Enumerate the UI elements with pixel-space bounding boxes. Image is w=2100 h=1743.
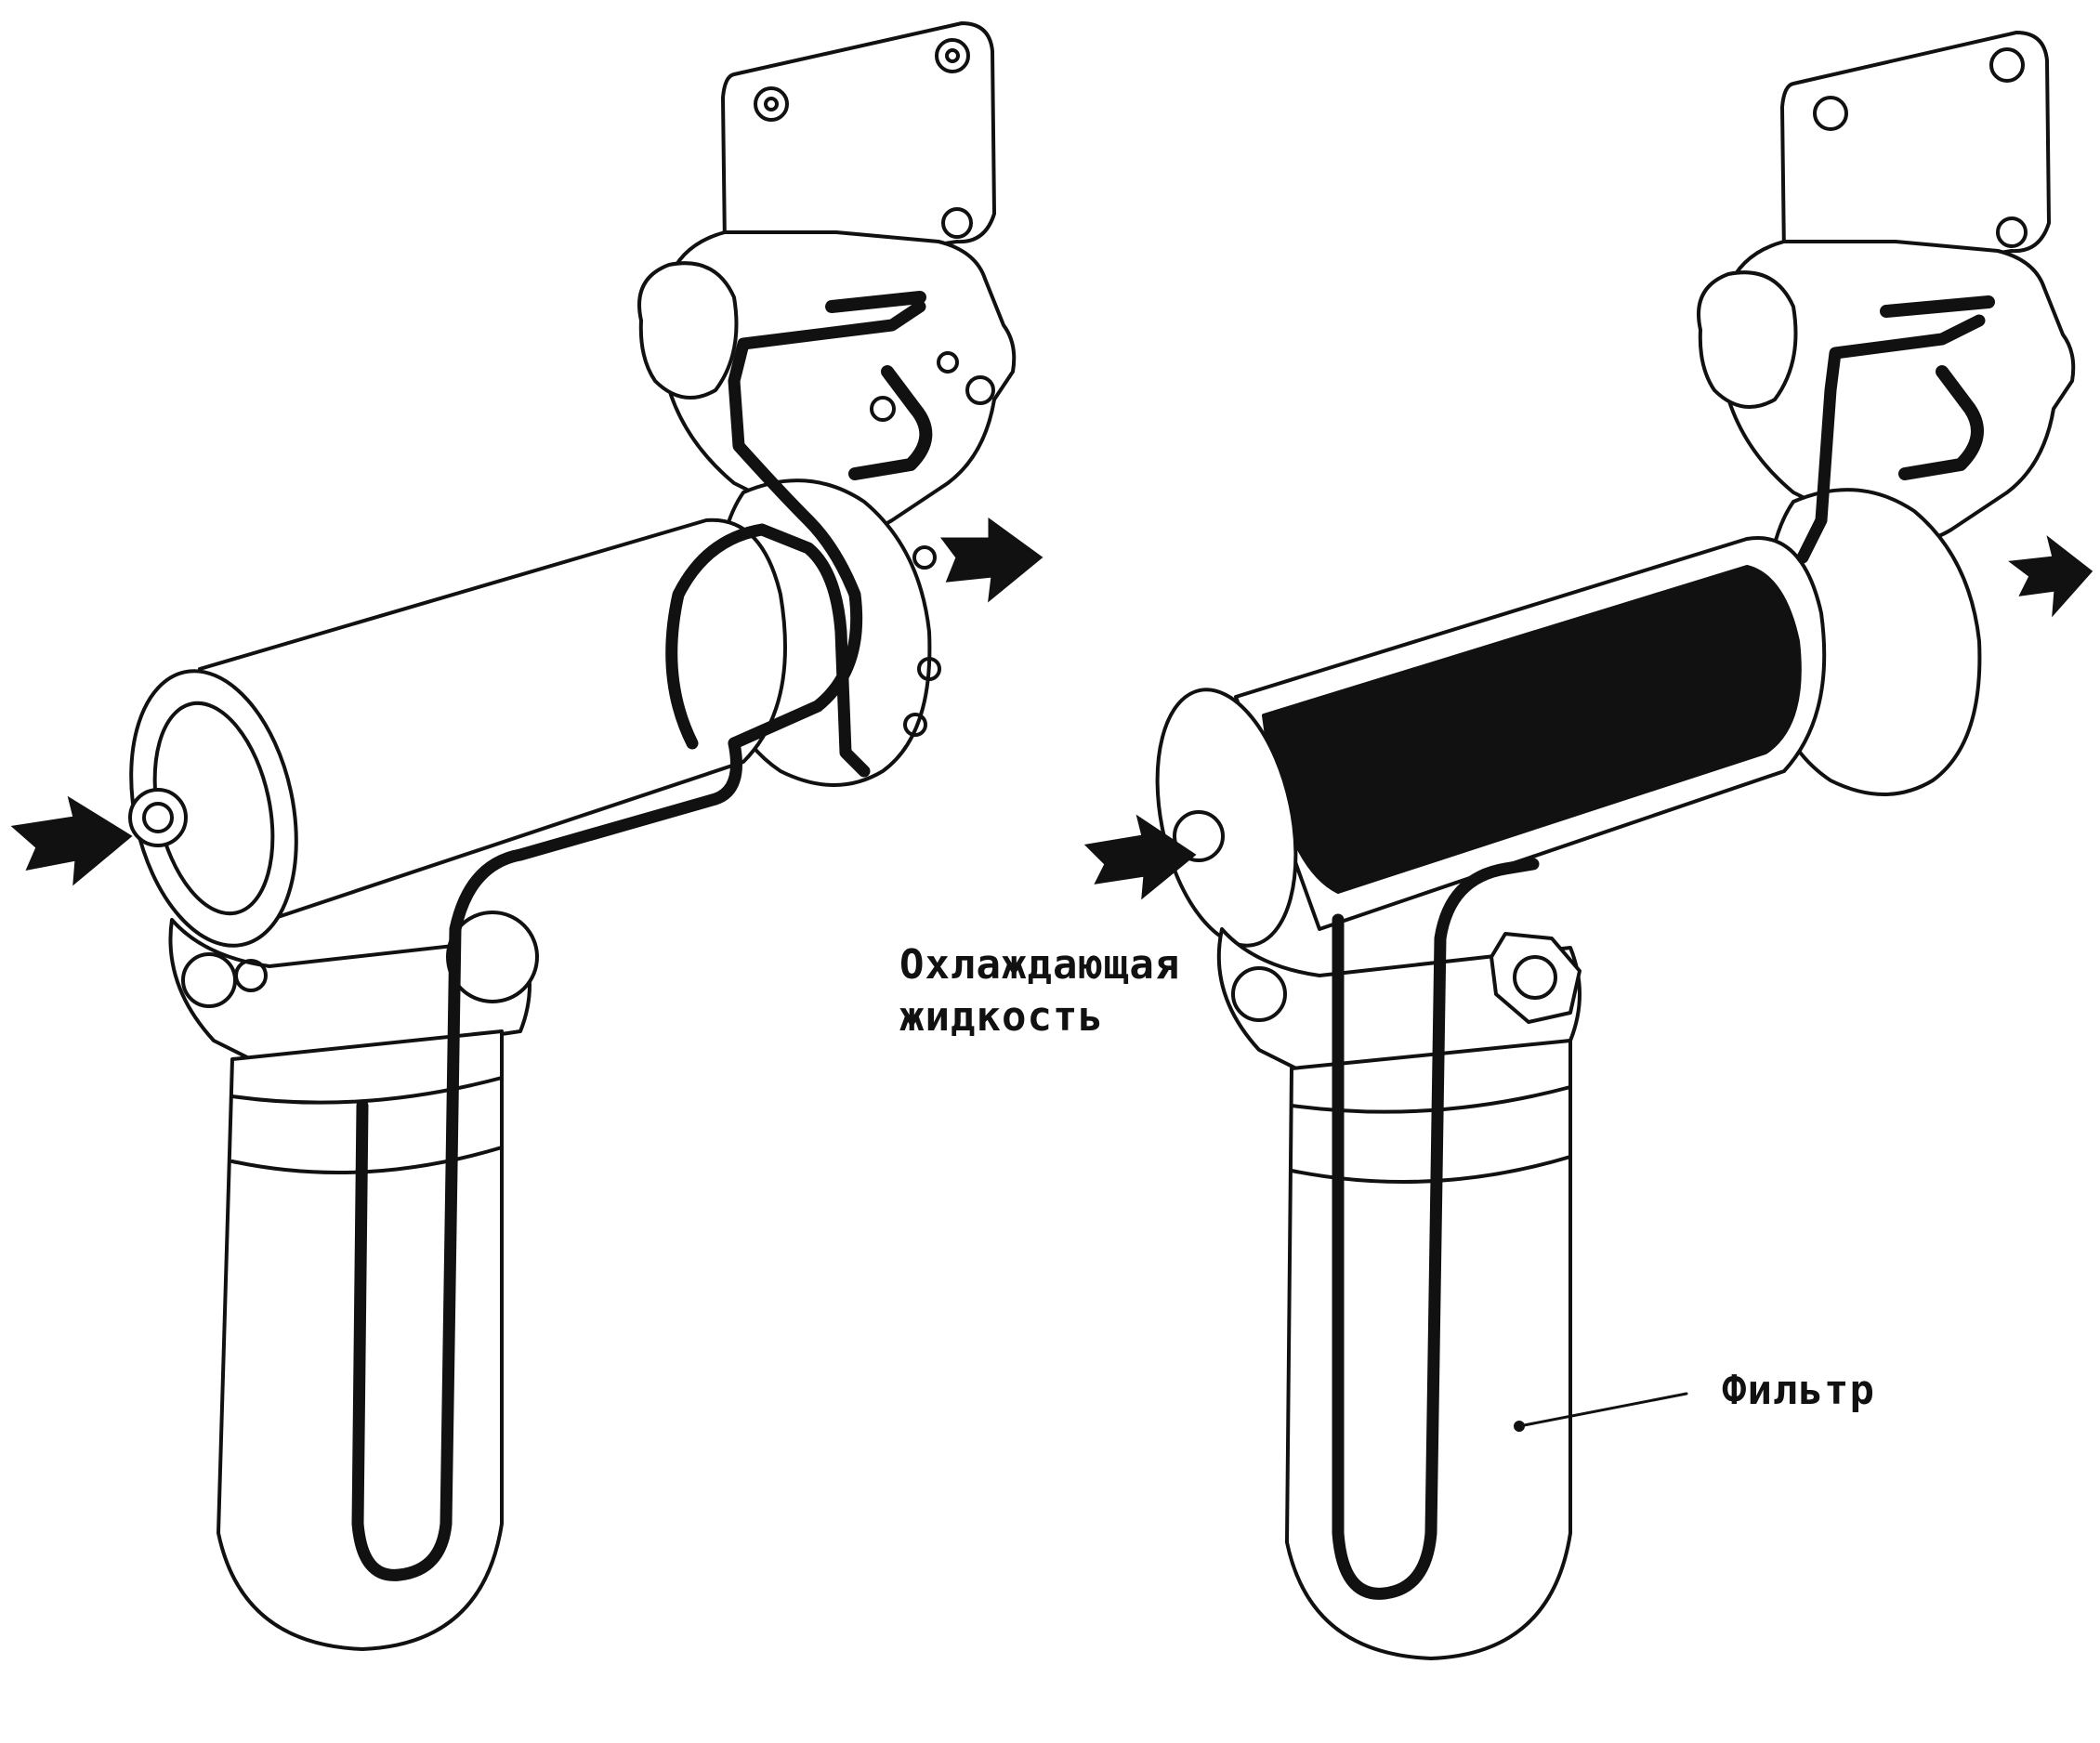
flange-bolt-2 <box>917 657 941 681</box>
plate-bolt-right-3 <box>1996 216 2028 248</box>
flow-arrow-in-icon <box>1083 814 1197 900</box>
plate-bolt-right-2 <box>1989 47 2025 83</box>
flange-bolt-3 <box>903 713 927 737</box>
filter-hex-nut <box>1490 932 1582 1024</box>
filter-rim-right-2 <box>1290 1085 1572 1114</box>
plate-bolt-5 <box>941 207 973 239</box>
flow-path-return <box>665 523 871 778</box>
cooler-end-cap-right <box>1155 688 1298 948</box>
pump-lobe-right <box>1697 270 1798 409</box>
filter-label: Фильтр <box>1722 1367 1875 1414</box>
flow-arrow-in-icon <box>10 795 133 886</box>
inlet-nipple-inner <box>142 802 174 833</box>
flow-path-top <box>825 291 933 480</box>
flow-path <box>351 737 742 1581</box>
filter-hex-nut-center <box>1513 955 1557 1000</box>
flange-bolt-1 <box>912 545 937 570</box>
flow-path-right-top <box>1880 295 1995 480</box>
plate-bolt-1 <box>754 86 789 122</box>
housing-bolt-1 <box>965 375 995 405</box>
inlet-nipple <box>128 788 188 847</box>
left-assembly <box>128 21 1017 1651</box>
coolant-label-line-2: жидкость <box>899 993 1104 1041</box>
right-assembly <box>1155 31 2076 1660</box>
housing-bolt-2 <box>870 396 896 422</box>
bracket-hole-2 <box>234 959 268 992</box>
flow-arrow-out-icon <box>2008 535 2093 618</box>
cooler-body <box>198 518 787 922</box>
flow-path-right-upper <box>1796 314 1986 564</box>
flow-path-right <box>1332 858 1540 1600</box>
plate-bolt-right-1 <box>1813 96 1848 131</box>
coolant-label-line-1: Охлаждающая <box>899 941 1181 989</box>
flow-path-upper <box>728 300 926 750</box>
plate-bolt-2 <box>764 97 779 111</box>
plate-bolt-3 <box>935 38 970 73</box>
filter-leader-line <box>1517 1392 1688 1428</box>
pump-lobe <box>637 261 739 400</box>
filter-nut <box>446 911 539 1003</box>
bracket-hole-right <box>1231 966 1287 1022</box>
filter-leader-dot <box>1514 1421 1525 1432</box>
plate-bolt-4 <box>945 48 960 63</box>
flow-arrow-out-icon <box>940 518 1043 603</box>
housing-bolt-3 <box>937 351 959 374</box>
lower-bracket <box>168 918 532 1070</box>
mounting-plate-right <box>1780 31 2051 285</box>
lower-bracket-right <box>1216 927 1582 1080</box>
mounting-plate <box>721 21 996 276</box>
